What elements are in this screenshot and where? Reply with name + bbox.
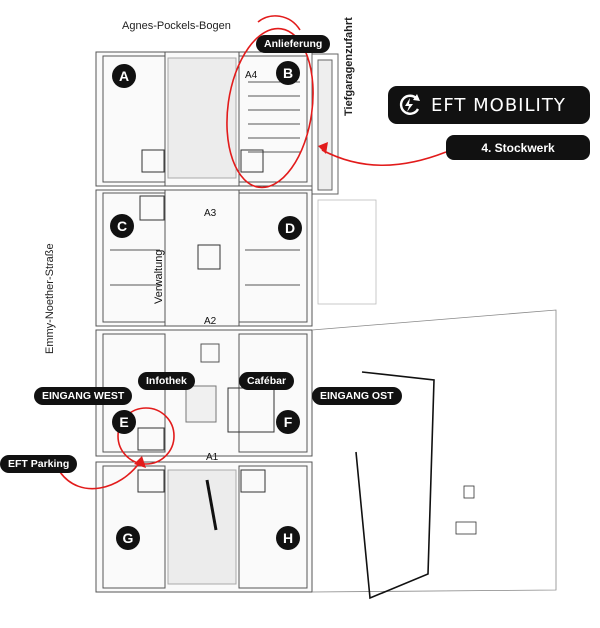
access-a2: A2	[204, 316, 217, 327]
brand-badge: EFT MOBILITY	[388, 86, 590, 124]
block-south	[95, 461, 313, 593]
block-middle	[95, 189, 313, 327]
brand-name: EFT MOBILITY	[431, 94, 566, 116]
access-a4: A4	[245, 70, 258, 81]
red-annotations	[59, 15, 447, 490]
room-admin: Verwaltung	[153, 249, 165, 304]
refresh-bolt-icon	[399, 94, 420, 115]
building-f: F	[276, 410, 300, 434]
building-c: C	[110, 214, 134, 238]
building-g: G	[116, 526, 140, 550]
pill-parking: EFT Parking	[0, 455, 78, 473]
building-e: E	[112, 410, 136, 434]
garage-ramp	[311, 53, 339, 195]
pill-delivery: Anlieferung	[256, 35, 331, 53]
building-b: B	[276, 61, 300, 85]
pill-entrance-east: EINGANG OST	[312, 387, 402, 405]
building-a: A	[112, 64, 136, 88]
building-d: D	[278, 216, 302, 240]
building-h: H	[276, 526, 300, 550]
floor-label: 4. Stockwerk	[446, 135, 590, 160]
block-entrance	[95, 329, 313, 457]
street-west: Emmy-Noether-Straße	[44, 243, 56, 354]
access-a1: A1	[206, 452, 219, 463]
street-north: Agnes-Pockels-Bogen	[122, 20, 231, 32]
access-a3: A3	[204, 208, 217, 219]
pill-cafe: Cafébar	[239, 372, 295, 390]
east-hall	[311, 199, 557, 600]
pill-entrance-west: EINGANG WEST	[34, 387, 133, 405]
pill-info: Infothek	[138, 372, 195, 390]
street-garage: Tiefgaragenzufahrt	[343, 17, 355, 116]
